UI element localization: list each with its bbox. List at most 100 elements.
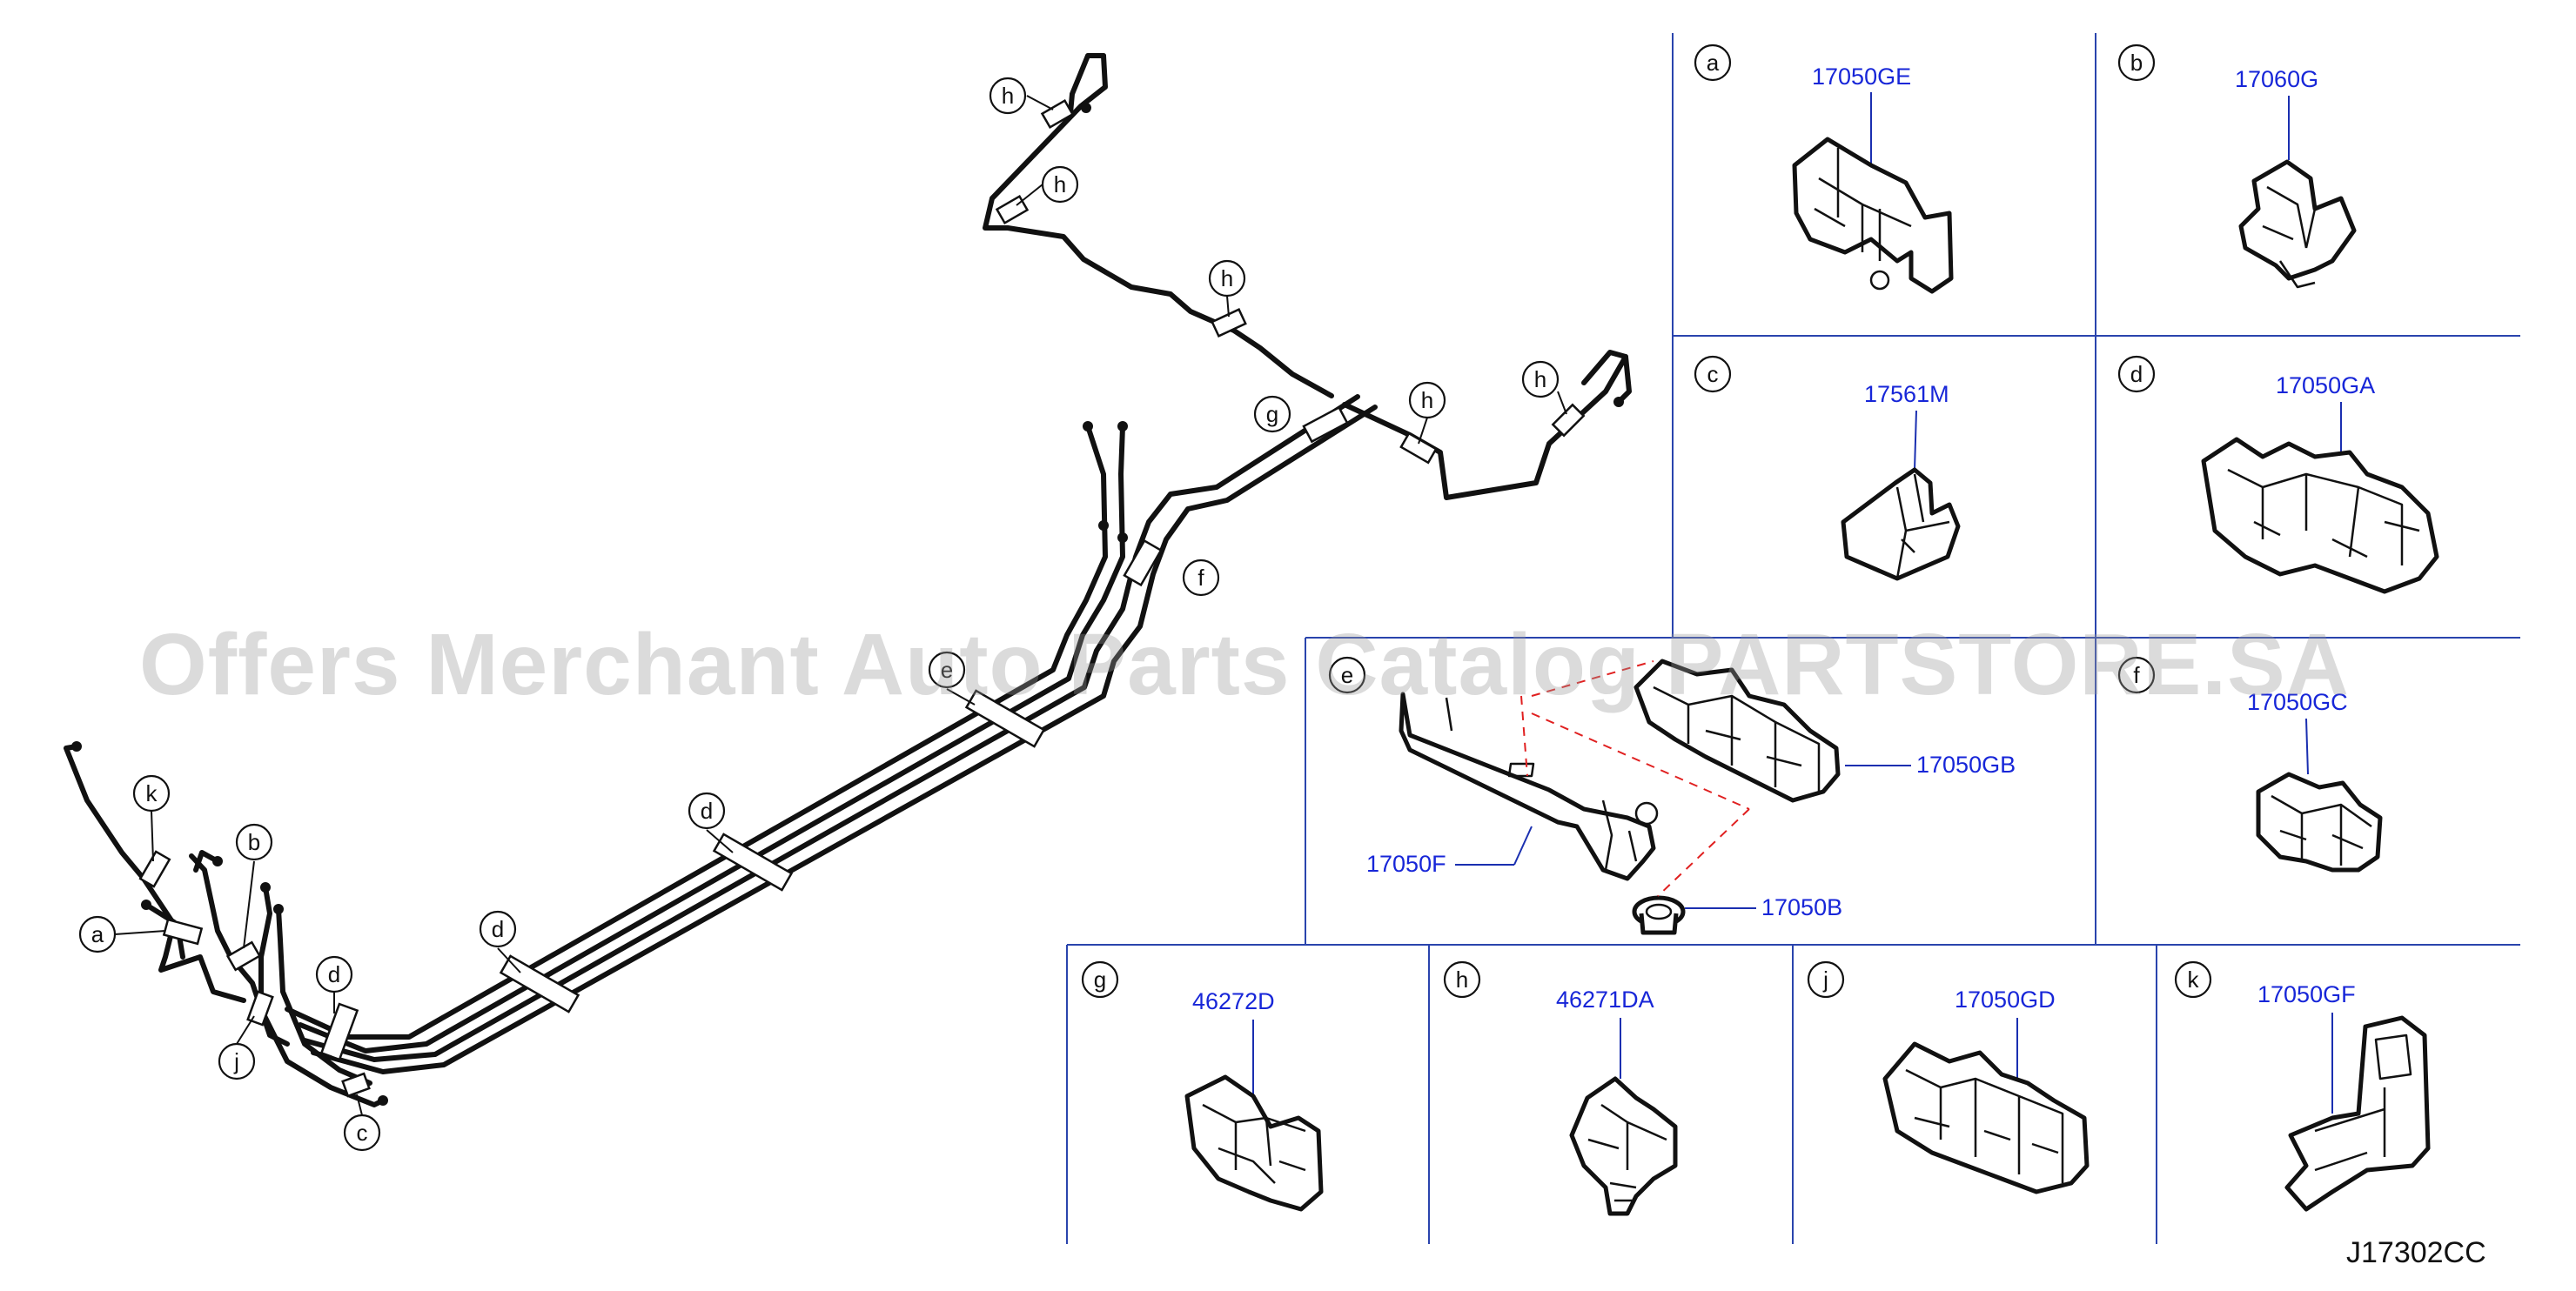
clip-17050GE-shape — [1792, 137, 1954, 294]
part-number-h: 46271DA — [1556, 987, 1654, 1013]
svg-text:k: k — [2188, 967, 2200, 993]
callout-b: b — [235, 823, 273, 949]
main-pipe-3 — [302, 394, 1360, 1062]
clip-mark-d2 — [499, 954, 580, 1013]
clip-mark-h5 — [1551, 403, 1586, 438]
callout-d2: d — [479, 910, 521, 973]
part-number-c: 17561M — [1864, 381, 1949, 407]
callout-e: e — [928, 651, 976, 706]
svg-text:a: a — [1707, 50, 1720, 76]
panel-f: f 17050GC — [2117, 656, 2383, 873]
assembly-guide-lines — [1520, 660, 1750, 897]
part-number-g: 46272D — [1192, 988, 1275, 1014]
svg-text:e: e — [941, 657, 953, 683]
clip-mark-b — [225, 940, 262, 972]
clip-mark-h4 — [1399, 431, 1438, 465]
svg-text:k: k — [146, 780, 158, 806]
svg-text:d: d — [492, 916, 504, 942]
grommet-17050B-shape — [1632, 895, 1686, 935]
callout-h3: h — [1208, 259, 1246, 318]
part-number-e-clip: 17050GB — [1916, 752, 2016, 778]
svg-text:b: b — [248, 829, 260, 855]
callout-h5: h — [1521, 360, 1567, 415]
clip-17050GD-shape — [1882, 1041, 2090, 1194]
diagram-code: J17302CC — [2346, 1236, 2486, 1269]
clip-17561M-shape — [1841, 467, 1961, 581]
clip-mark-f — [1123, 538, 1163, 587]
clip-46271DA-shape — [1569, 1076, 1678, 1216]
svg-text:b: b — [2130, 50, 2143, 76]
panel-b: b 17060G — [2117, 43, 2357, 289]
panel-c: c 17561M — [1694, 355, 1961, 581]
svg-text:e: e — [1341, 662, 1353, 688]
clip-17050GB-shape — [1633, 659, 1841, 803]
part-number-a: 17050GE — [1812, 64, 1911, 90]
callout-a: a — [78, 915, 166, 953]
svg-text:f: f — [1197, 565, 1204, 591]
callout-h2: h — [1016, 165, 1079, 206]
part-number-k: 17050GF — [2257, 981, 2356, 1007]
svg-text:d: d — [328, 961, 340, 987]
svg-text:a: a — [91, 921, 104, 947]
panel-h: h 46271DA — [1443, 960, 1678, 1216]
clip-17050GC-shape — [2256, 772, 2383, 873]
part-number-d: 17050GA — [2276, 372, 2375, 398]
main-pipe-2 — [298, 424, 1125, 1054]
callout-f: f — [1182, 559, 1220, 597]
clip-mark-a — [162, 918, 204, 946]
panel-e: e 17050GB 17050F 17050B — [1328, 656, 2016, 935]
main-callouts: h h h h h g f — [78, 77, 1567, 1152]
clip-mark-h3 — [1211, 307, 1247, 338]
clip-46272D-shape — [1184, 1074, 1324, 1212]
svg-text:f: f — [2133, 662, 2140, 688]
panel-k: k 17050GF — [2174, 960, 2431, 1212]
clip-mark-d3 — [319, 1002, 359, 1061]
clip-17050GF-shape — [2284, 1015, 2431, 1212]
callout-h1: h — [989, 77, 1054, 115]
callout-d3: d — [315, 955, 353, 1013]
svg-text:c: c — [1707, 361, 1719, 387]
callout-k: k — [132, 774, 171, 862]
callout-h4: h — [1408, 381, 1446, 445]
part-number-b: 17060G — [2235, 66, 2318, 92]
clip-mark-d1 — [712, 833, 794, 892]
svg-text:d: d — [2130, 361, 2143, 387]
front-pipe-c — [276, 906, 372, 1086]
svg-text:c: c — [357, 1120, 368, 1146]
callout-c: c — [343, 1094, 381, 1152]
svg-text:h: h — [1054, 171, 1066, 197]
svg-text:h: h — [1534, 366, 1546, 392]
clip-mark-h1 — [1040, 98, 1075, 130]
svg-text:d: d — [701, 798, 713, 824]
panel-d: d 17050GA — [2117, 355, 2439, 594]
rear-pipe-upper — [983, 53, 1334, 398]
part-number-e-grommet: 17050B — [1761, 894, 1842, 920]
svg-text:j: j — [1822, 967, 1828, 993]
part-number-e-bracket: 17050F — [1366, 851, 1446, 877]
callout-j: j — [218, 1015, 256, 1080]
svg-text:j: j — [233, 1048, 239, 1074]
svg-text:h: h — [1421, 387, 1433, 413]
callout-g: g — [1253, 395, 1291, 433]
rear-pipe-upper-end — [1068, 53, 1106, 116]
svg-text:g: g — [1094, 967, 1106, 993]
front-pipe-j — [258, 885, 386, 1107]
svg-text:h: h — [1456, 967, 1468, 993]
clip-17060G-shape — [2238, 159, 2357, 289]
svg-text:g: g — [1266, 401, 1278, 427]
callout-d1: d — [688, 792, 734, 853]
part-number-f: 17050GC — [2247, 689, 2348, 715]
fuel-pipe-assembly — [64, 53, 1632, 1107]
part-number-j: 17050GD — [1955, 987, 2056, 1013]
clip-17050GA-shape — [2201, 437, 2439, 594]
main-pipe-1 — [285, 424, 1108, 1040]
clip-mark-e — [964, 689, 1046, 748]
panel-grid — [1066, 33, 2520, 1244]
svg-text:h: h — [1002, 83, 1014, 109]
front-pipe-b2 — [193, 850, 220, 873]
clip-mark-c — [341, 1072, 371, 1098]
bracket-17050F-shape — [1399, 692, 1659, 881]
panel-g: g 46272D — [1081, 960, 1324, 1212]
svg-text:h: h — [1221, 265, 1233, 291]
